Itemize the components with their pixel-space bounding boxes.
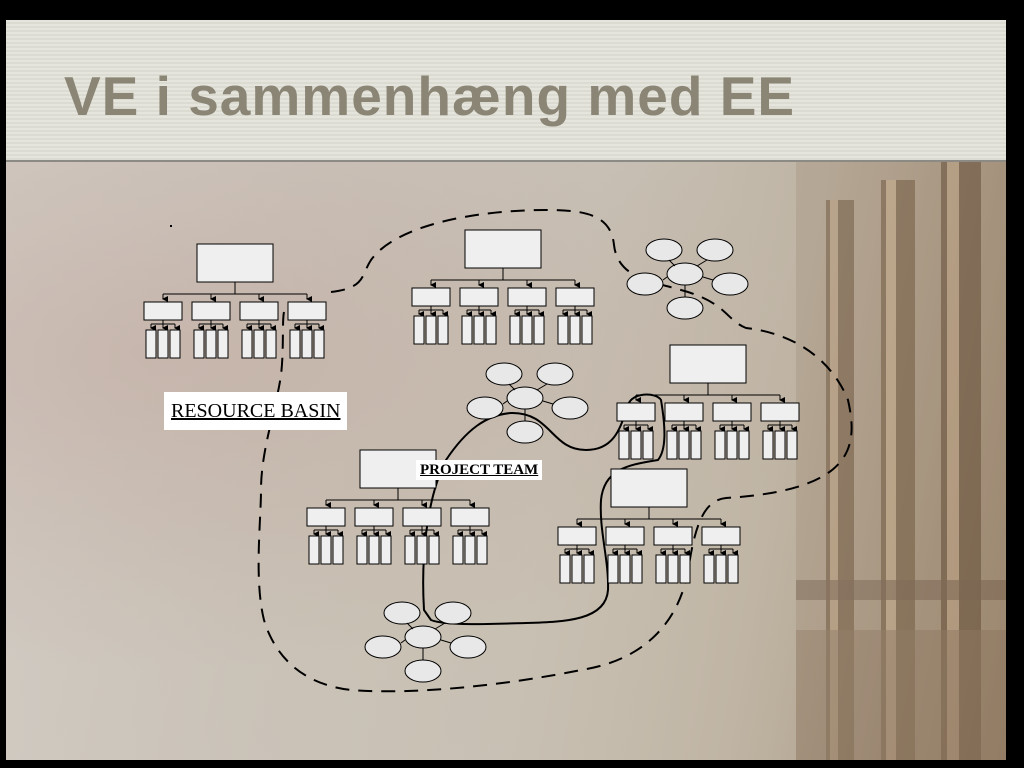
org-chart-right [617,345,799,459]
ve-ee-diagram [6,208,853,693]
title-bar: VE i sammenhæng med EE [6,20,1006,162]
org-chart-top-center [412,230,594,344]
org-chart-lower-right [558,469,740,583]
slide-title: VE i sammenhæng med EE [64,65,796,127]
project-team-boundary [422,393,666,626]
bubble-cluster-bottom [364,601,487,683]
resource-basin-label: RESOURCE BASIN [164,392,348,430]
project-team-label: PROJECT TEAM [416,460,543,480]
slide: VE i sammenhæng med EE [6,20,1006,760]
org-chart-top-left [144,244,326,358]
stray-mark [170,225,172,227]
background-pillars-image [796,160,1006,760]
bubble-cluster-top-right [626,238,749,320]
bubble-cluster-center [466,362,589,444]
enterprise-boundary-dashed [257,208,853,693]
